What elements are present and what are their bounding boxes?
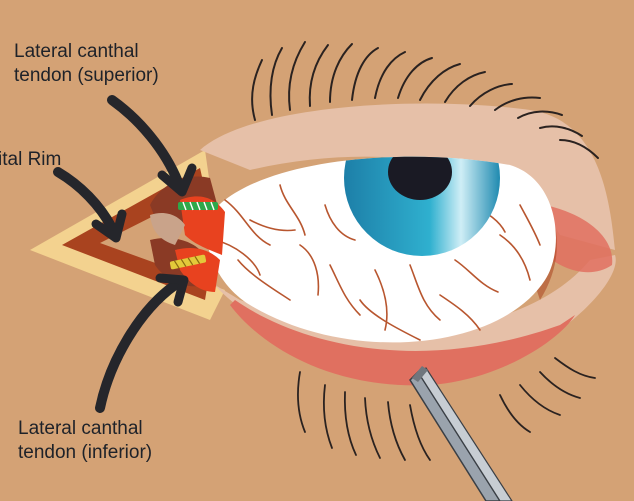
label-orbital-rim: ital Rim (0, 148, 61, 172)
label-lateral-canthal-tendon-superior: Lateral canthal tendon (superior) (14, 40, 159, 88)
label-lateral-canthal-tendon-inferior: Lateral canthal tendon (inferior) (18, 417, 152, 465)
suture-superior (178, 202, 218, 210)
